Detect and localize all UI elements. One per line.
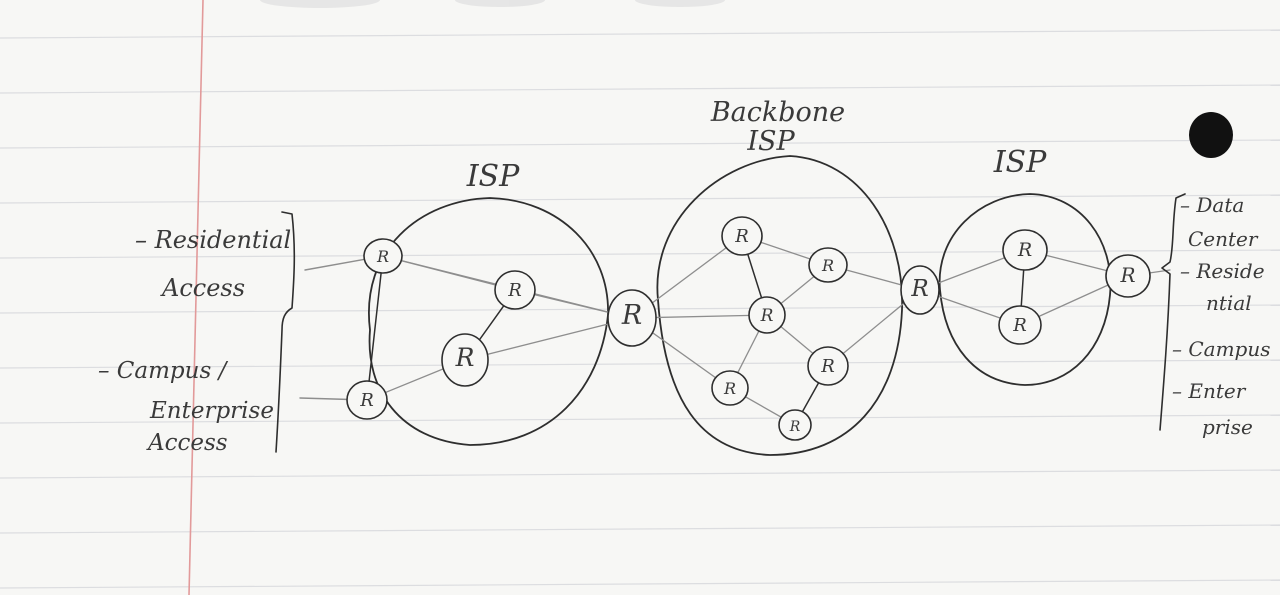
link	[464, 317, 633, 361]
router-circle	[778, 409, 812, 441]
router-circle	[748, 296, 786, 334]
right-access-residential-line1: – Reside	[1180, 259, 1265, 283]
router-circle	[998, 305, 1042, 345]
left-access-residential-line2: Access	[160, 274, 245, 302]
top-shadow	[260, 0, 725, 8]
router-circle	[607, 289, 657, 347]
router-symbol: R	[1119, 263, 1135, 287]
router-circle	[721, 216, 763, 256]
router-symbol: R	[1012, 315, 1027, 336]
router-symbol: R	[376, 247, 389, 266]
router-symbol: R	[734, 226, 749, 247]
router-symbol: R	[789, 419, 801, 435]
router-circle	[900, 265, 940, 315]
router-symbol: R	[621, 300, 642, 331]
right-access-datacenter-line1: – Data	[1180, 193, 1244, 217]
router-symbol: R	[820, 356, 835, 377]
right-access-residential-line2: ntial	[1206, 291, 1252, 315]
network-clouds	[368, 155, 1112, 456]
isp-right-title: ISP	[993, 145, 1047, 180]
router-symbol: R	[910, 276, 928, 302]
router-node: R	[363, 238, 403, 274]
router-node: R	[998, 305, 1042, 345]
right-access-enterprise-line1: – Enter	[1172, 379, 1247, 403]
right-access-datacenter-line2: Center	[1188, 227, 1259, 251]
router-circle	[808, 247, 848, 283]
isp-right-cloud	[938, 193, 1112, 386]
router-circle	[441, 333, 489, 387]
left-bracket	[275, 211, 296, 453]
binder-hole	[1189, 112, 1233, 158]
router-node: R	[607, 289, 657, 347]
backbone-title-line2: ISP	[746, 126, 795, 157]
backbone-isp-cloud	[656, 155, 903, 456]
left-access-campus-line1: – Campus /	[98, 358, 229, 384]
router-node: R	[1002, 229, 1048, 271]
router-node: R	[900, 265, 940, 315]
isp-left-title: ISP	[466, 159, 520, 194]
router-symbol: R	[455, 343, 475, 372]
router-node: R	[807, 346, 849, 386]
router-node: R	[441, 333, 489, 387]
left-access-campus-line3: Access	[146, 430, 228, 456]
router-circle	[807, 346, 849, 386]
routers: R R R R R R R R R R R R R R R	[346, 216, 1151, 441]
router-symbol: R	[760, 306, 774, 326]
router-circle	[711, 370, 749, 406]
router-circle	[494, 270, 536, 310]
router-circle	[346, 380, 388, 420]
router-circle	[1105, 254, 1151, 298]
router-circle	[1002, 229, 1048, 271]
router-node: R	[494, 270, 536, 310]
margin-line	[188, 0, 204, 595]
router-symbol: R	[507, 280, 522, 301]
right-bracket	[1159, 193, 1186, 431]
isp-left-cloud	[368, 197, 609, 446]
right-access-enterprise-line2: prise	[1202, 415, 1253, 439]
right-access-campus-line1: – Campus	[1172, 337, 1271, 361]
left-access-campus-line2: Enterprise	[149, 398, 274, 424]
router-node: R	[778, 409, 812, 441]
router-node: R	[346, 380, 388, 420]
router-node: R	[1105, 254, 1151, 298]
router-node: R	[711, 370, 749, 406]
router-node: R	[748, 296, 786, 334]
router-symbol: R	[1017, 239, 1032, 261]
router-symbol: R	[821, 256, 834, 275]
router-symbol: R	[723, 379, 736, 398]
router-node: R	[808, 247, 848, 283]
link	[366, 255, 384, 401]
router-symbol: R	[359, 390, 374, 411]
left-access-residential-line1: – Residential	[135, 226, 291, 254]
router-circle	[363, 238, 403, 274]
router-node: R	[721, 216, 763, 256]
backbone-title-line1: Backbone	[710, 97, 845, 128]
